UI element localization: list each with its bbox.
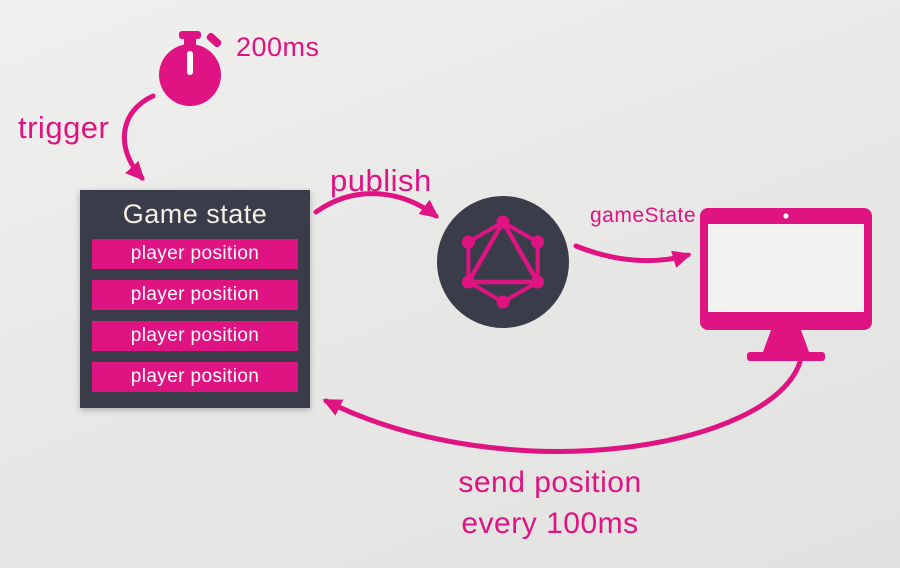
gamestate-arrow bbox=[573, 243, 692, 268]
game-state-box: Game state player position player positi… bbox=[80, 190, 310, 408]
send-position-label: send position every 100ms bbox=[380, 462, 720, 544]
player-position-list: player position player position player p… bbox=[80, 239, 310, 392]
graphql-icon bbox=[437, 196, 569, 328]
player-position-row: player position bbox=[92, 280, 298, 310]
send-position-line2: every 100ms bbox=[461, 507, 639, 540]
player-position-row: player position bbox=[92, 362, 298, 392]
monitor-icon bbox=[700, 208, 872, 361]
trigger-label: trigger bbox=[18, 110, 110, 145]
trigger-arrow bbox=[121, 93, 156, 181]
publish-label: publish bbox=[330, 163, 432, 198]
timer-interval-label: 200ms bbox=[236, 32, 320, 62]
player-position-row: player position bbox=[92, 239, 298, 269]
gamestate-event-label: gameState bbox=[590, 204, 697, 227]
player-position-row: player position bbox=[92, 321, 298, 351]
stopwatch-icon bbox=[159, 31, 222, 106]
send-position-line1: send position bbox=[458, 466, 642, 499]
send-position-arrow bbox=[322, 359, 803, 454]
game-state-title: Game state bbox=[122, 199, 268, 229]
